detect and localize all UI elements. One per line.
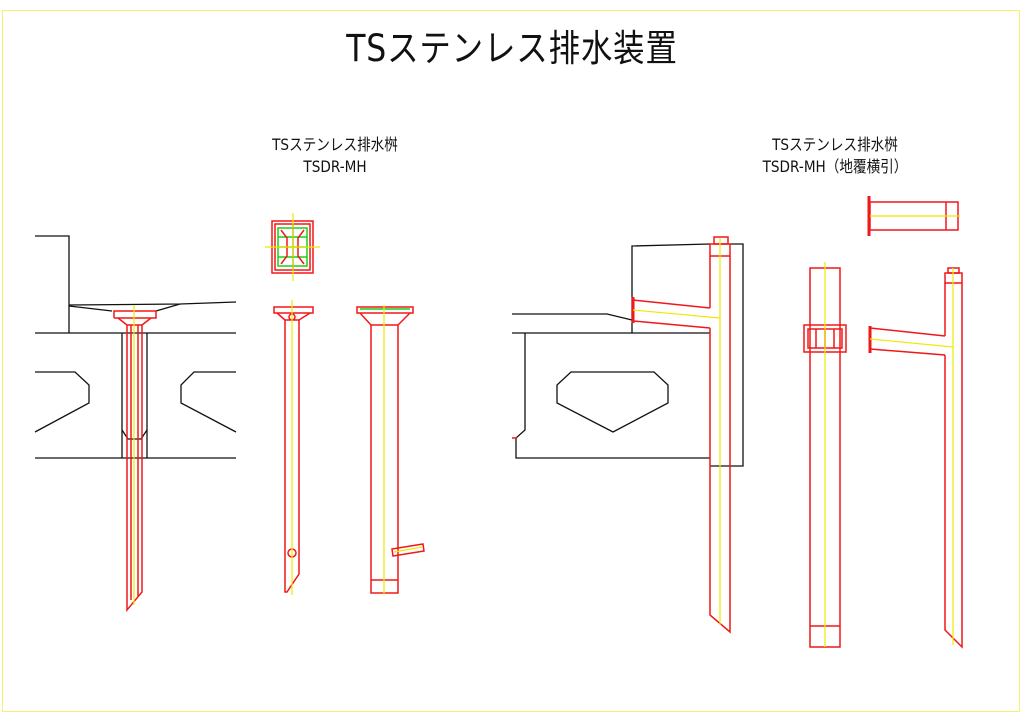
lateral-drain-side-view xyxy=(868,267,963,649)
lateral-drain-top-view xyxy=(867,196,960,236)
caption-lateral: TSステンレス排水桝 TSDR-MH（地覆横引） xyxy=(720,134,950,178)
deck-section-right xyxy=(512,243,744,467)
caption-standard-model: TSDR-MH xyxy=(303,157,367,176)
drain-elevation-front xyxy=(273,300,314,595)
drawing-frame xyxy=(2,10,1020,712)
caption-lateral-model: TSDR-MH（地覆横引） xyxy=(762,157,908,176)
page-title: TSステンレス排水装置 xyxy=(346,27,678,70)
caption-lateral-name: TSステンレス排水桝 xyxy=(772,135,898,154)
drain-elevation-side xyxy=(356,305,425,595)
lateral-drain-installed xyxy=(631,236,731,634)
deck-section-left xyxy=(34,235,237,459)
caption-standard: TSステンレス排水桝 TSDR-MH xyxy=(237,134,433,178)
caption-standard-name: TSステンレス排水桝 xyxy=(272,135,398,154)
lateral-drain-front-view xyxy=(803,262,847,648)
drain-plan-view xyxy=(265,213,320,281)
drain-pipe-installed xyxy=(113,305,157,613)
